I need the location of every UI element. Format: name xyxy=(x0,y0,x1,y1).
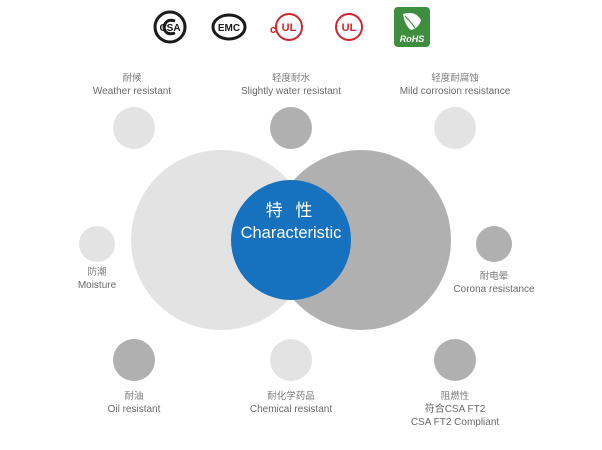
feature-corona-en: Corona resistance xyxy=(453,284,535,295)
feature-corrosion-cn: 轻度耐腐蚀 xyxy=(431,73,479,84)
ul-logo-text: UL xyxy=(342,22,357,34)
feature-moisture-label: 防潮 Moisture xyxy=(57,266,137,292)
center-title-cn: 特 性 xyxy=(265,201,317,220)
center-title-en: Characteristic xyxy=(240,224,342,242)
center-circle xyxy=(231,180,351,300)
feature-corrosion-label: 轻度耐腐蚀 Mild corrosion resistance xyxy=(385,72,525,98)
feature-chemical-dot xyxy=(270,339,312,381)
certification-logos: CSA EMC c UL UL RoHS xyxy=(0,0,602,60)
ul-logo-icon: UL xyxy=(335,13,363,41)
feature-weather-cn: 耐候 xyxy=(122,73,142,84)
feature-water-dot xyxy=(270,107,312,149)
center-title: 特 性 Characteristic xyxy=(231,200,351,244)
cul-logo-text: UL xyxy=(282,22,297,34)
feature-corrosion-dot xyxy=(434,107,476,149)
feature-water-en: Slightly water resistant xyxy=(240,86,342,97)
feature-weather-dot xyxy=(113,107,155,149)
feature-corona-label: 耐电晕 Corona resistance xyxy=(434,270,554,296)
rohs-logo-text: RoHS xyxy=(400,34,425,44)
cul-logo-prefix: c xyxy=(270,24,276,36)
feature-flame-en: 符合CSA FT2 xyxy=(424,404,486,415)
feature-chemical-en: Chemical resistant xyxy=(249,404,333,415)
feature-water-label: 轻度耐水 Slightly water resistant xyxy=(221,72,361,98)
feature-flame-dot xyxy=(434,339,476,381)
feature-chemical-cn: 耐化学药品 xyxy=(267,391,315,402)
feature-oil-label: 耐油 Oil resistant xyxy=(84,390,184,416)
feature-water-cn: 轻度耐水 xyxy=(271,73,310,84)
feature-corona-dot xyxy=(476,226,512,262)
feature-moisture-dot xyxy=(79,226,115,262)
feature-oil-en: Oil resistant xyxy=(107,404,161,415)
cul-logo-icon: c UL xyxy=(270,13,303,41)
emc-logo-icon: EMC xyxy=(211,13,247,41)
feature-flame-cn: 阻燃性 xyxy=(440,391,470,402)
csa-logo-text: CSA xyxy=(159,23,180,34)
feature-chemical-label: 耐化学药品 Chemical resistant xyxy=(231,390,351,416)
feature-moisture-en: Moisture xyxy=(77,280,117,291)
feature-weather-en: Weather resistant xyxy=(92,86,172,97)
feature-oil-dot xyxy=(113,339,155,381)
feature-weather-label: 耐候 Weather resistant xyxy=(72,72,192,98)
csa-logo-icon: CSA xyxy=(153,10,187,44)
feature-flame-en2: CSA FT2 Compliant xyxy=(410,417,500,428)
feature-oil-cn: 耐油 xyxy=(124,391,144,402)
feature-flame-label: 阻燃性 符合CSA FT2 CSA FT2 Compliant xyxy=(395,390,515,429)
feature-corrosion-en: Mild corrosion resistance xyxy=(399,86,511,97)
feature-corona-cn: 耐电晕 xyxy=(479,271,509,282)
rohs-logo-icon: RoHS xyxy=(394,7,430,47)
feature-moisture-cn: 防潮 xyxy=(87,267,107,278)
emc-logo-text: EMC xyxy=(218,23,240,34)
